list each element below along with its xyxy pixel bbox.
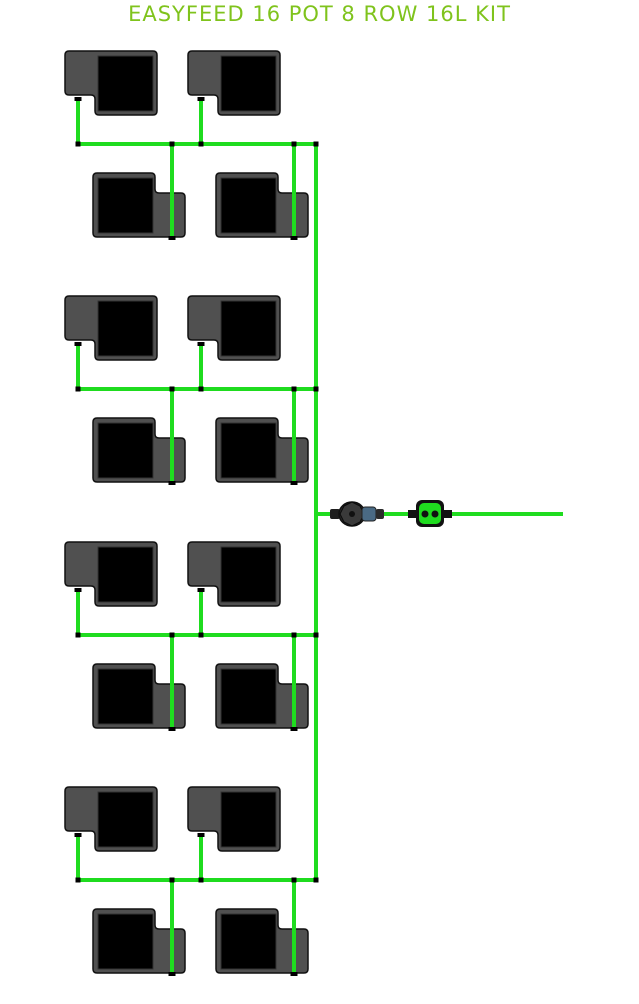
pot-icon <box>64 295 158 361</box>
pot-icon <box>92 417 186 483</box>
inline-filter-icon <box>330 501 384 527</box>
pipe-joint <box>169 877 175 883</box>
pot-icon <box>92 908 186 974</box>
pot-icon <box>187 541 281 607</box>
pot-connector <box>74 833 82 837</box>
pot-connector <box>168 481 176 485</box>
page-title: EASYFEED 16 POT 8 ROW 16L KIT <box>128 2 511 26</box>
feed-assembly <box>330 500 452 527</box>
pipe-joint <box>313 386 319 392</box>
pot-icon <box>92 663 186 729</box>
pot-icon <box>187 295 281 361</box>
pipe-joint <box>169 141 175 147</box>
pot-connector <box>197 588 205 592</box>
pot-icon <box>215 908 309 974</box>
pot-connector <box>74 97 82 101</box>
pots-layer <box>64 50 309 974</box>
pot-connector <box>197 342 205 346</box>
pot-connector <box>168 727 176 731</box>
pipe-joint <box>75 386 81 392</box>
pot-connector <box>197 833 205 837</box>
pipe-joint <box>75 632 81 638</box>
pipe-joint <box>313 632 319 638</box>
pot-connector <box>290 236 298 240</box>
pipe-joint <box>198 386 204 392</box>
pot-connector <box>74 342 82 346</box>
pipe-joint <box>198 877 204 883</box>
pot-connector <box>197 97 205 101</box>
pot-connector <box>290 481 298 485</box>
pipe-joint <box>313 877 319 883</box>
pipe-joint <box>313 141 319 147</box>
pot-icon <box>215 172 309 238</box>
pot-icon <box>64 786 158 852</box>
pot-connector <box>290 727 298 731</box>
pipe-joint <box>169 386 175 392</box>
pipe-joint <box>169 632 175 638</box>
pot-icon <box>92 172 186 238</box>
pot-icon <box>187 50 281 116</box>
pot-connector <box>168 236 176 240</box>
float-valve-icon <box>408 500 452 527</box>
pipe-joint <box>198 141 204 147</box>
joints-layer <box>74 97 319 976</box>
pot-icon <box>64 50 158 116</box>
pipe-joint <box>291 877 297 883</box>
pot-connector <box>168 972 176 976</box>
pot-connector <box>74 588 82 592</box>
pot-icon <box>187 786 281 852</box>
pipe-joint <box>291 386 297 392</box>
pipe-joint <box>291 141 297 147</box>
pot-icon <box>215 663 309 729</box>
pot-icon <box>215 417 309 483</box>
pipes-layer <box>76 99 563 974</box>
pot-connector <box>290 972 298 976</box>
pipe-joint <box>198 632 204 638</box>
pipe-joint <box>291 632 297 638</box>
pipe-joint <box>75 141 81 147</box>
pot-icon <box>64 541 158 607</box>
pipe-joint <box>75 877 81 883</box>
